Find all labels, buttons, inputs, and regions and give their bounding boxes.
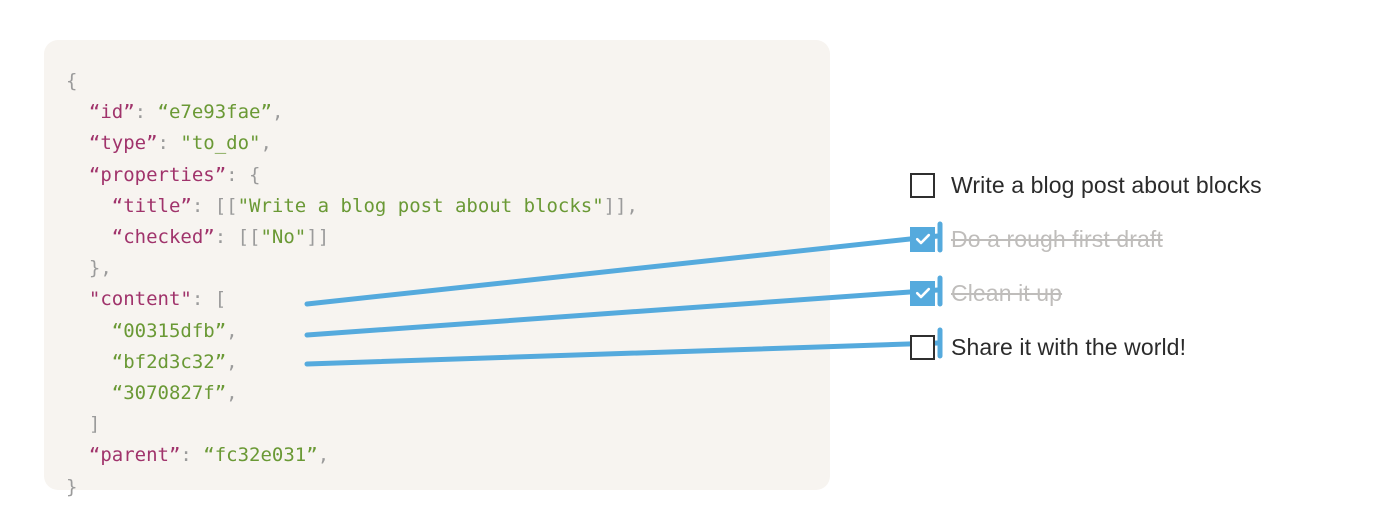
json-code-panel: { “id”: “e7e93fae”, “type”: "to_do", “pr… — [44, 40, 830, 498]
code-token-key: “id” — [88, 101, 135, 124]
code-line: “bf2d3c32”, — [66, 347, 638, 378]
code-token-key: “parent” — [88, 444, 181, 467]
code-token-punc: ]], — [603, 194, 638, 217]
code-line: “checked”: [["No"]] — [66, 222, 638, 253]
code-token-punc: , — [226, 382, 238, 405]
todo-label: Share it with the world! — [951, 333, 1187, 360]
code-token-key: “type” — [88, 132, 158, 155]
todo-row[interactable]: Do a rough first draft — [910, 222, 1360, 256]
checkbox-checked-icon[interactable] — [910, 226, 935, 252]
code-token-punc: : [[ — [214, 226, 261, 249]
code-token-key: “checked” — [111, 226, 215, 249]
code-line: "content": [ — [66, 284, 638, 315]
code-token-punc: : [ — [191, 288, 227, 311]
code-token-key: "content" — [88, 288, 192, 311]
code-token-punc: , — [260, 132, 272, 155]
code-token-str: "No" — [260, 226, 307, 249]
todo-label: Write a blog post about blocks — [951, 171, 1262, 198]
todo-row[interactable]: Share it with the world! — [910, 330, 1360, 364]
code-token-punc: { — [66, 70, 78, 92]
code-token-punc: } — [66, 475, 78, 498]
code-token-key: “properties” — [88, 163, 227, 186]
code-token-str: “00315dfb” — [111, 319, 227, 342]
code-token-punc: : — [180, 444, 204, 467]
code-token-str: "Write a blog post about blocks" — [237, 194, 604, 217]
code-token-str: "to_do" — [180, 132, 261, 155]
code-token-punc: ]] — [306, 226, 330, 249]
code-token-punc: : — [157, 132, 181, 155]
code-token-punc: , — [226, 319, 238, 342]
todo-label: Clean it up — [951, 279, 1063, 306]
todo-label: Do a rough first draft — [951, 225, 1163, 252]
code-token-punc: : — [134, 101, 158, 124]
code-token-punc: ] — [88, 413, 101, 436]
code-line: } — [66, 472, 638, 503]
code-line: “properties”: { — [66, 160, 638, 191]
code-token-str: “fc32e031” — [203, 444, 318, 467]
code-token-punc: , — [226, 350, 238, 373]
code-token-punc: , — [271, 101, 284, 124]
todo-checkbox-list: Write a blog post about blocks Do a rough… — [910, 168, 1360, 364]
checkbox-checked-icon[interactable] — [910, 280, 935, 306]
code-line: { — [66, 66, 638, 97]
todo-row[interactable]: Clean it up — [910, 276, 1360, 310]
todo-row[interactable]: Write a blog post about blocks — [910, 168, 1360, 202]
code-line: “title”: [["Write a blog post about bloc… — [66, 191, 638, 222]
code-token-punc: : [[ — [191, 194, 238, 217]
code-token-punc: , — [317, 444, 330, 467]
code-line: ] — [66, 409, 638, 440]
code-token-str: “e7e93fae” — [157, 101, 272, 124]
code-token-key: “title” — [111, 194, 192, 217]
code-line: “type”: "to_do", — [66, 128, 638, 159]
checkbox-unchecked-icon[interactable] — [910, 172, 935, 198]
code-line: “00315dfb”, — [66, 316, 638, 347]
code-token-str: “bf2d3c32” — [111, 350, 227, 373]
code-line: }, — [66, 253, 638, 284]
code-token-str: “3070827f” — [111, 382, 227, 405]
code-line: “3070827f”, — [66, 378, 638, 409]
checkbox-unchecked-icon[interactable] — [910, 334, 935, 360]
code-token-punc: }, — [88, 257, 112, 280]
code-token-punc: : { — [226, 163, 261, 186]
code-line: “parent”: “fc32e031”, — [66, 440, 638, 471]
json-code-text: { “id”: “e7e93fae”, “type”: "to_do", “pr… — [66, 66, 638, 503]
code-line: “id”: “e7e93fae”, — [66, 97, 638, 128]
